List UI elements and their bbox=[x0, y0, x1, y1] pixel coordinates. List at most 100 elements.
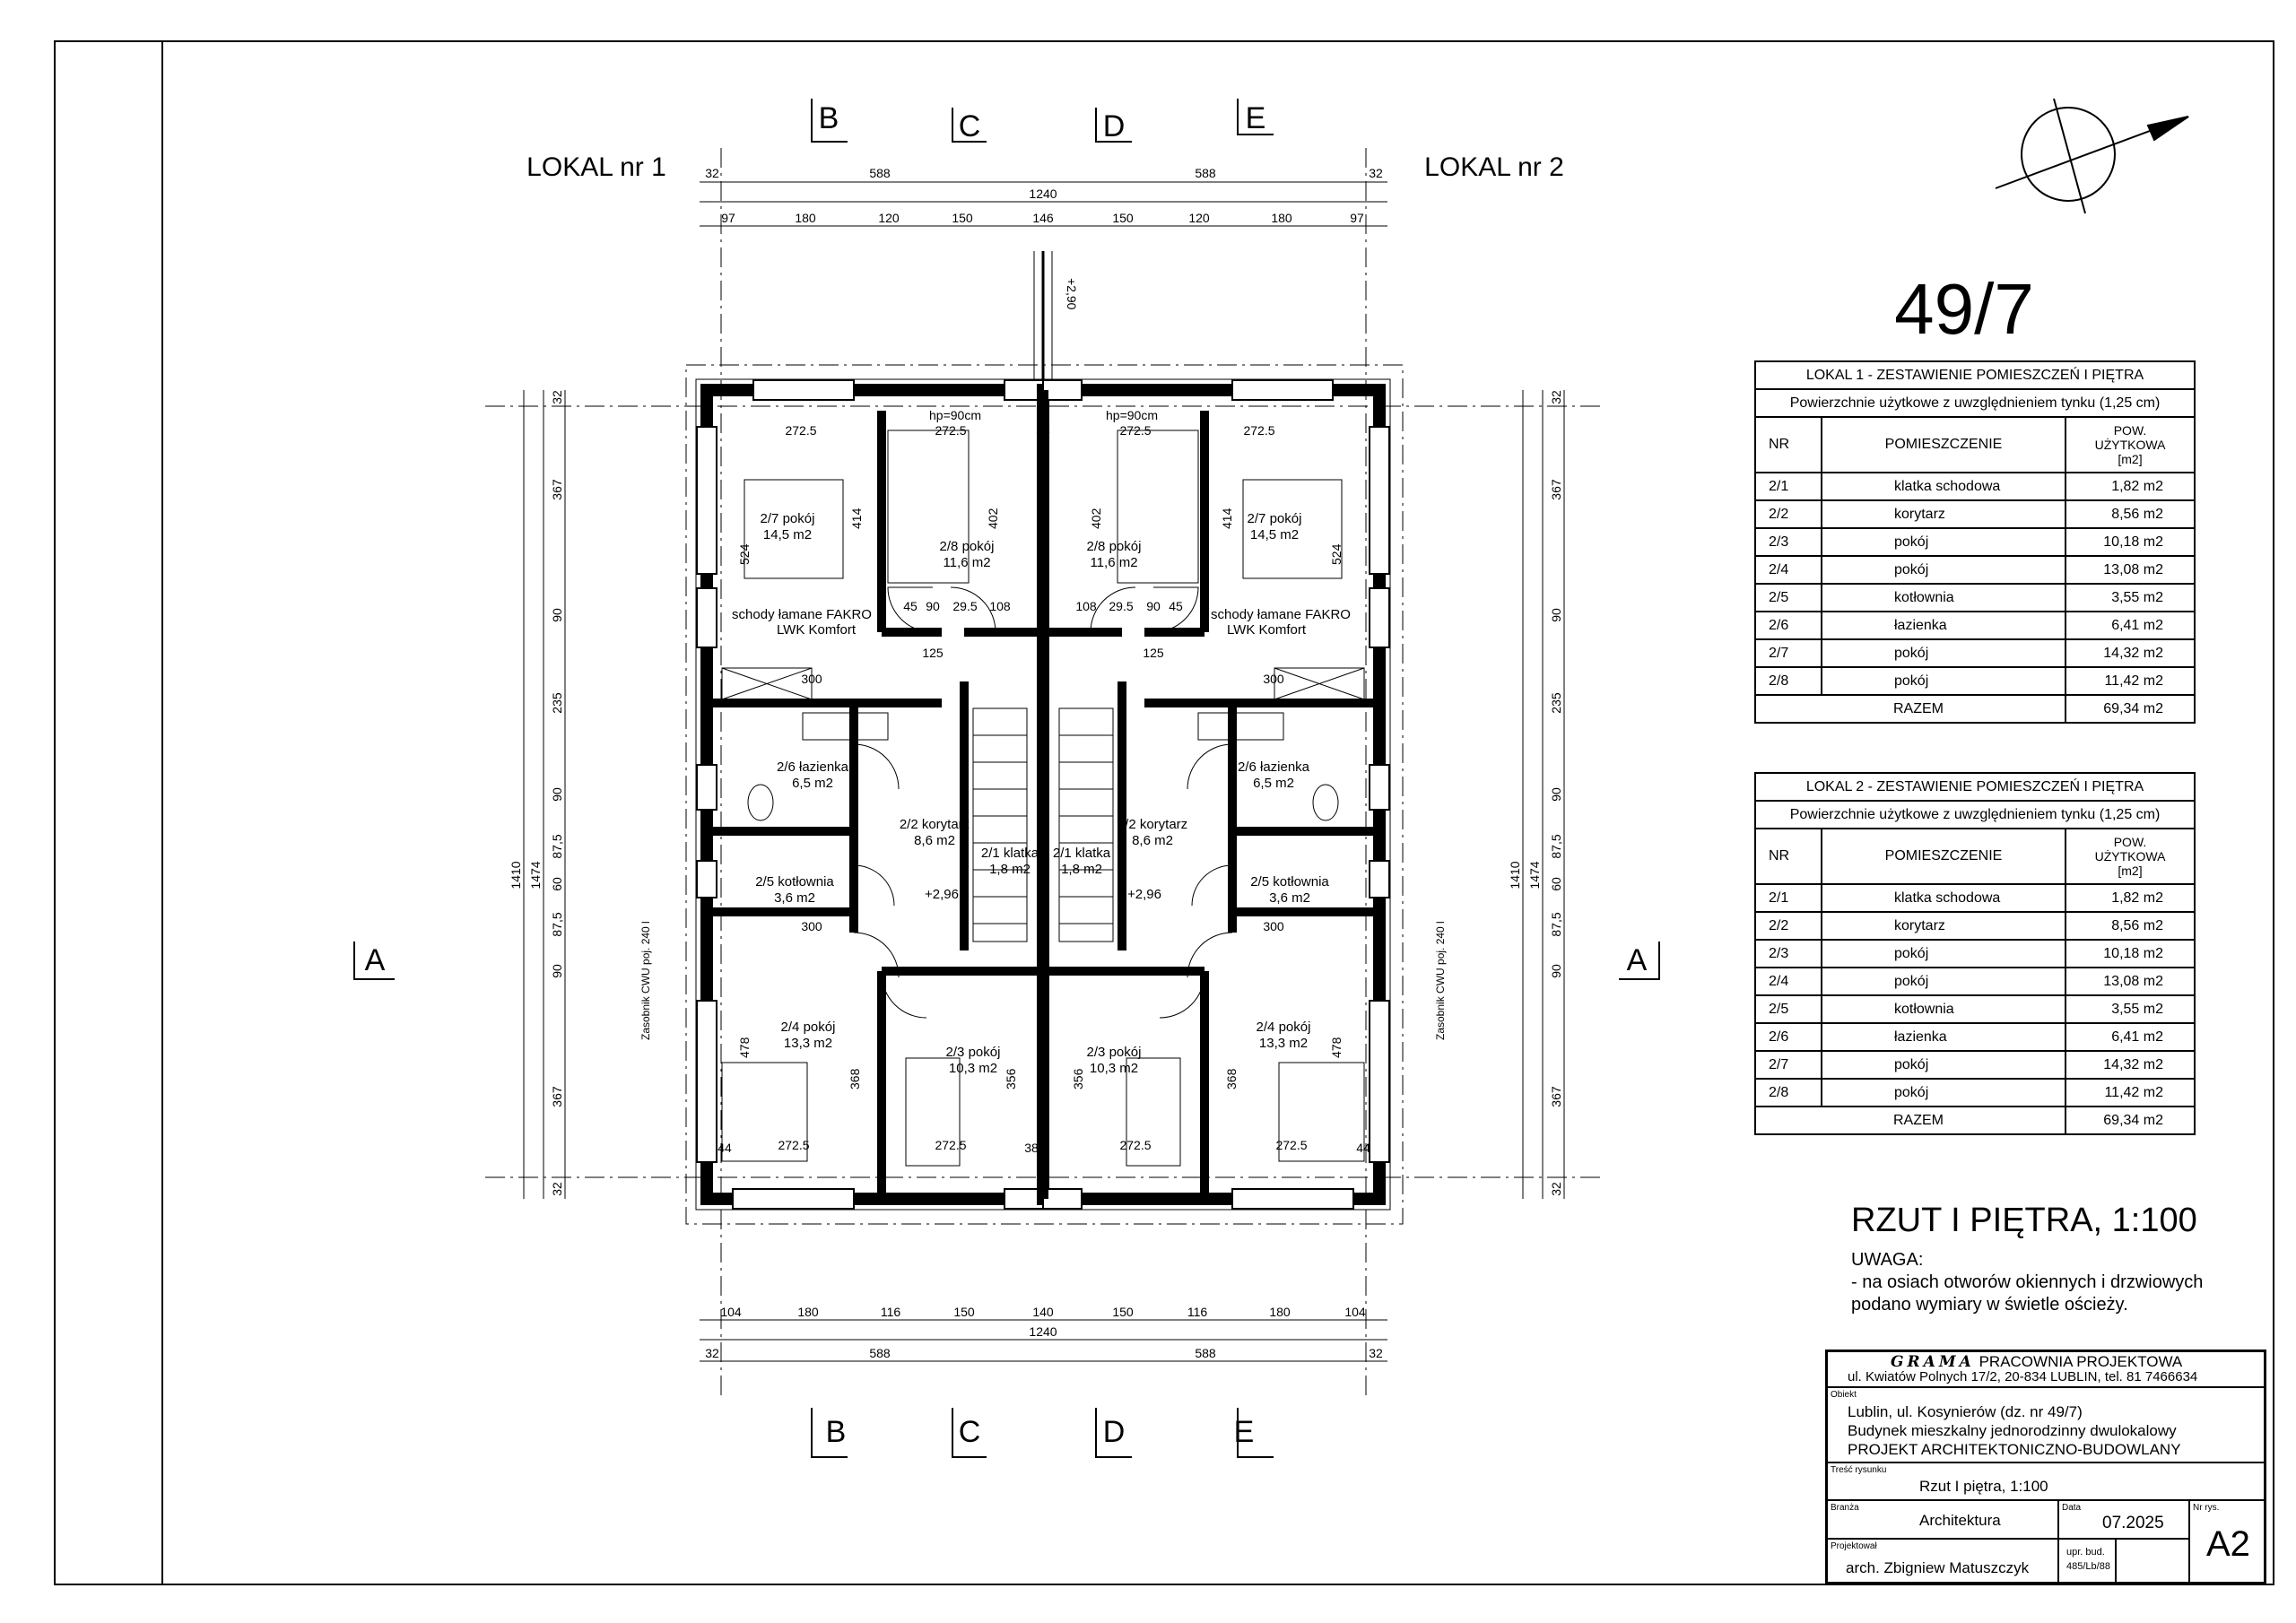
col-header-room: POMIESZCZENIE bbox=[1821, 416, 2066, 473]
col-header-area: POW. UŻYTKOWA [m2] bbox=[2065, 416, 2196, 473]
inner-dim: 38 bbox=[1036, 423, 1050, 438]
dim-bottom-total: 1240 bbox=[1029, 1324, 1057, 1339]
inner-dim: 125 bbox=[1143, 646, 1164, 660]
room-area: 14,5 m2 bbox=[1250, 527, 1299, 542]
dim-bottom-inner: 104 bbox=[1344, 1305, 1366, 1319]
content-label: Treść rysunku bbox=[1831, 1465, 1887, 1475]
room-name: 2/3 pokój bbox=[1087, 1045, 1142, 1060]
room-area: 6,41 m2 bbox=[2065, 611, 2196, 640]
dim-side-right: 87,5 bbox=[1549, 912, 1563, 936]
room-name: łazienka bbox=[1821, 1022, 2066, 1052]
notes: UWAGA: - na osiach otworów okiennych i d… bbox=[1851, 1249, 2203, 1316]
room-name: 2/1 klatka bbox=[981, 846, 1039, 861]
inner-dim: 402 bbox=[986, 508, 1000, 529]
object-label: Obiekt bbox=[1831, 1390, 1857, 1400]
dim-bottom-inner: 180 bbox=[797, 1305, 819, 1319]
room-name: pokój bbox=[1821, 555, 2066, 585]
inner-dim: 368 bbox=[848, 1068, 862, 1089]
room-name: 2/7 pokój bbox=[1248, 511, 1302, 526]
table-title: LOKAL 2 - ZESTAWIENIE POMIESZCZEŃ I PIĘT… bbox=[1754, 772, 2196, 802]
section-mark-e-top: E bbox=[1246, 101, 1266, 135]
inner-dim: 90 bbox=[926, 599, 940, 613]
inner-dim: 524 bbox=[737, 543, 752, 565]
inner-dim: 29.5 bbox=[952, 599, 977, 613]
section-mark-d-top: D bbox=[1103, 109, 1126, 143]
company-cell: GRAMA PRACOWNIA PROJEKTOWA ul. Kwiatów P… bbox=[1827, 1351, 2265, 1387]
room-area: 13,3 m2 bbox=[784, 1036, 832, 1051]
notes-line: podano wymiary w świetle ościeży. bbox=[1851, 1295, 2128, 1315]
room-name: 2/2 korytarz bbox=[900, 817, 970, 832]
dim-side-left: 87,5 bbox=[550, 912, 564, 936]
dim-side-left: 90 bbox=[550, 964, 564, 978]
dim-side-total: 1474 bbox=[528, 861, 543, 889]
lokal-1-label: LOKAL nr 1 bbox=[526, 152, 666, 182]
date-cell: Data 07.2025 bbox=[2058, 1500, 2189, 1539]
room-nr: 2/8 bbox=[1754, 1078, 1822, 1107]
room-nr: 2/5 bbox=[1754, 583, 1822, 612]
dim-side-left: 60 bbox=[550, 877, 564, 891]
room-schedule-lokal-1: LOKAL 1 - ZESTAWIENIE POMIESZCZEŃ I PIĘT… bbox=[1754, 360, 2196, 724]
room-area: 3,55 m2 bbox=[2065, 583, 2196, 612]
room-area: 11,42 m2 bbox=[2065, 1078, 2196, 1107]
inner-dim: 29.5 bbox=[1109, 599, 1133, 613]
dim-side-right: 90 bbox=[1549, 964, 1563, 978]
room-area: 10,18 m2 bbox=[2065, 527, 2196, 557]
room-name: kotłownia bbox=[1821, 994, 2066, 1024]
inner-dim: 300 bbox=[1263, 672, 1284, 686]
floor-plan-walls-lokal-2 bbox=[1043, 379, 1390, 1210]
license-line: upr. bud. bbox=[2066, 1547, 2105, 1558]
section-mark-a-left: A bbox=[365, 943, 386, 977]
inner-dim: 272.5 bbox=[1275, 1138, 1307, 1152]
room-area: 6,41 m2 bbox=[2065, 1022, 2196, 1052]
inner-dim: 45 bbox=[903, 599, 918, 613]
inner-dim: 108 bbox=[989, 599, 1011, 613]
section-mark-c-top: C bbox=[959, 109, 981, 143]
license-line: 485/Lb/88 bbox=[2066, 1561, 2110, 1572]
room-area: 3,6 m2 bbox=[1269, 890, 1310, 906]
room-name: klatka schodowa bbox=[1821, 472, 2066, 501]
room-name: łazienka bbox=[1821, 611, 2066, 640]
dim-side-left: 32 bbox=[550, 390, 564, 404]
section-mark-b-bottom: B bbox=[826, 1415, 847, 1449]
room-area: 11,6 m2 bbox=[1090, 555, 1137, 570]
room-name: 2/8 pokój bbox=[940, 539, 995, 554]
dim-side-right: 87,5 bbox=[1549, 834, 1563, 858]
total-label: RAZEM bbox=[1822, 1106, 2066, 1135]
room-name: pokój bbox=[1821, 1050, 2066, 1080]
dim-side-right: 60 bbox=[1549, 877, 1563, 891]
boiler-note: Zasobnik CWU poj. 240 l bbox=[1434, 921, 1447, 1040]
room-nr: 2/8 bbox=[1754, 666, 1822, 696]
dim-side-total: 1410 bbox=[1508, 861, 1522, 889]
elevation-roof: +2,90 bbox=[1065, 278, 1079, 310]
company-name: PRACOWNIA PROJEKTOWA bbox=[1979, 1353, 2183, 1370]
stairs-note: schody łamane FAKRO bbox=[732, 607, 872, 622]
drawing-number: A2 bbox=[2206, 1524, 2250, 1564]
room-nr: 2/2 bbox=[1754, 499, 1822, 529]
inner-dim: 90 bbox=[1146, 599, 1161, 613]
lokal-2-label: LOKAL nr 2 bbox=[1424, 152, 1564, 182]
total-value: 69,34 m2 bbox=[2065, 694, 2196, 724]
col-header-nr: NR bbox=[1754, 416, 1822, 473]
room-nr: 2/6 bbox=[1754, 611, 1822, 640]
room-name: korytarz bbox=[1821, 911, 2066, 941]
dim-top-inner: 180 bbox=[1271, 211, 1292, 225]
branch-label: Branża bbox=[1831, 1503, 1859, 1513]
inner-dim: 44 bbox=[718, 1141, 732, 1155]
window-sill-height: hp=90cm bbox=[929, 408, 981, 422]
section-mark-b-top: B bbox=[819, 101, 839, 135]
inner-dim: 45 bbox=[1169, 599, 1183, 613]
dim-side-total: 1410 bbox=[509, 861, 523, 889]
room-area: 6,5 m2 bbox=[1253, 776, 1294, 791]
inner-dim: 38 bbox=[1024, 1141, 1039, 1155]
room-nr: 2/2 bbox=[1754, 911, 1822, 941]
room-schedule-lokal-2: LOKAL 2 - ZESTAWIENIE POMIESZCZEŃ I PIĘT… bbox=[1754, 772, 2196, 1135]
object-line: Lublin, ul. Kosynierów (dz. nr 49/7) bbox=[1848, 1403, 2083, 1420]
room-area: 14,32 m2 bbox=[2065, 1050, 2196, 1080]
room-name: 2/2 korytarz bbox=[1118, 817, 1187, 832]
